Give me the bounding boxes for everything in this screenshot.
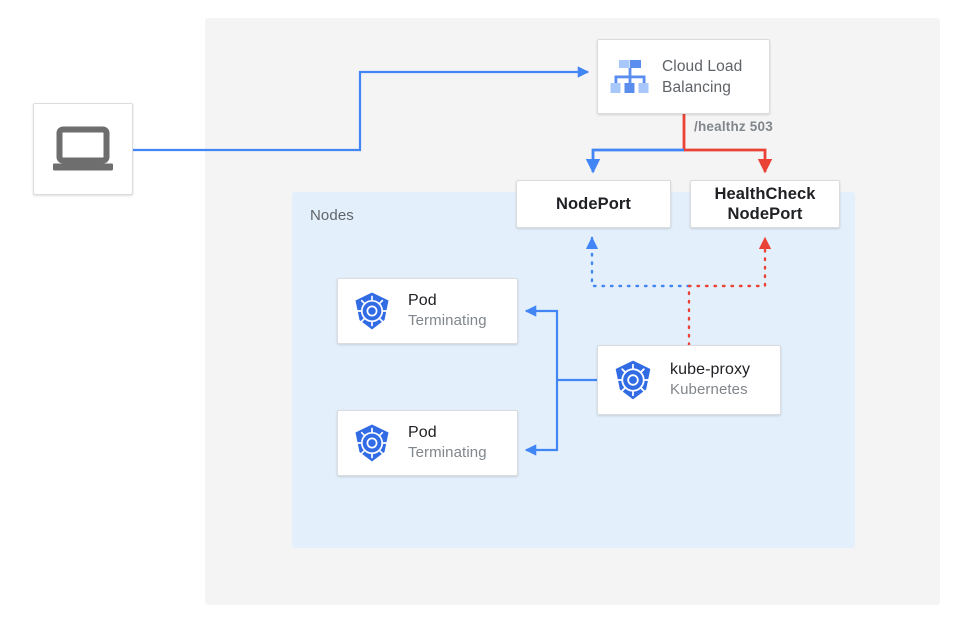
kubernetes-icon [355,292,389,330]
kubernetes-icon [355,424,389,462]
pod-text-block-2: Pod Terminating [408,423,487,463]
nodes-region-label: Nodes [310,207,354,224]
kube-proxy-title: kube-proxy [670,361,751,378]
cloud-load-balancing-label-line2: Balancing [662,78,731,96]
healthcheck-nodeport-node[interactable]: HealthCheck NodePort [690,180,840,228]
kube-proxy-node[interactable]: kube-proxy Kubernetes [597,345,781,415]
pod-title-1: Pod [408,292,437,309]
cloud-load-balancing-node[interactable]: Cloud Load Balancing [597,39,770,114]
pod-title-2: Pod [408,424,437,441]
healthcheck-nodeport-label: HealthCheck NodePort [714,184,815,224]
pod-node-1[interactable]: Pod Terminating [337,278,518,344]
pod-text-block-1: Pod Terminating [408,291,487,331]
healthcheck-nodeport-label-line1: HealthCheck [714,185,816,203]
cloud-load-balancing-icon [610,59,649,93]
healthz-edge-label: /healthz 503 [694,119,773,134]
pod-status-2: Terminating [408,444,487,461]
cloud-load-balancing-label-line1: Cloud Load [662,57,743,75]
cloud-load-balancing-label: Cloud Load Balancing [662,56,742,98]
healthcheck-nodeport-label-line2: NodePort [727,205,803,223]
kube-proxy-text-block: kube-proxy Kubernetes [670,360,750,400]
nodeport-node[interactable]: NodePort [516,180,671,228]
nodeport-label: NodePort [555,195,632,213]
kubernetes-icon [615,360,651,400]
pod-status-1: Terminating [408,312,487,329]
pod-node-2[interactable]: Pod Terminating [337,410,518,476]
kube-proxy-subtitle: Kubernetes [670,381,748,398]
laptop-icon [53,126,113,171]
client-node[interactable] [33,103,133,195]
